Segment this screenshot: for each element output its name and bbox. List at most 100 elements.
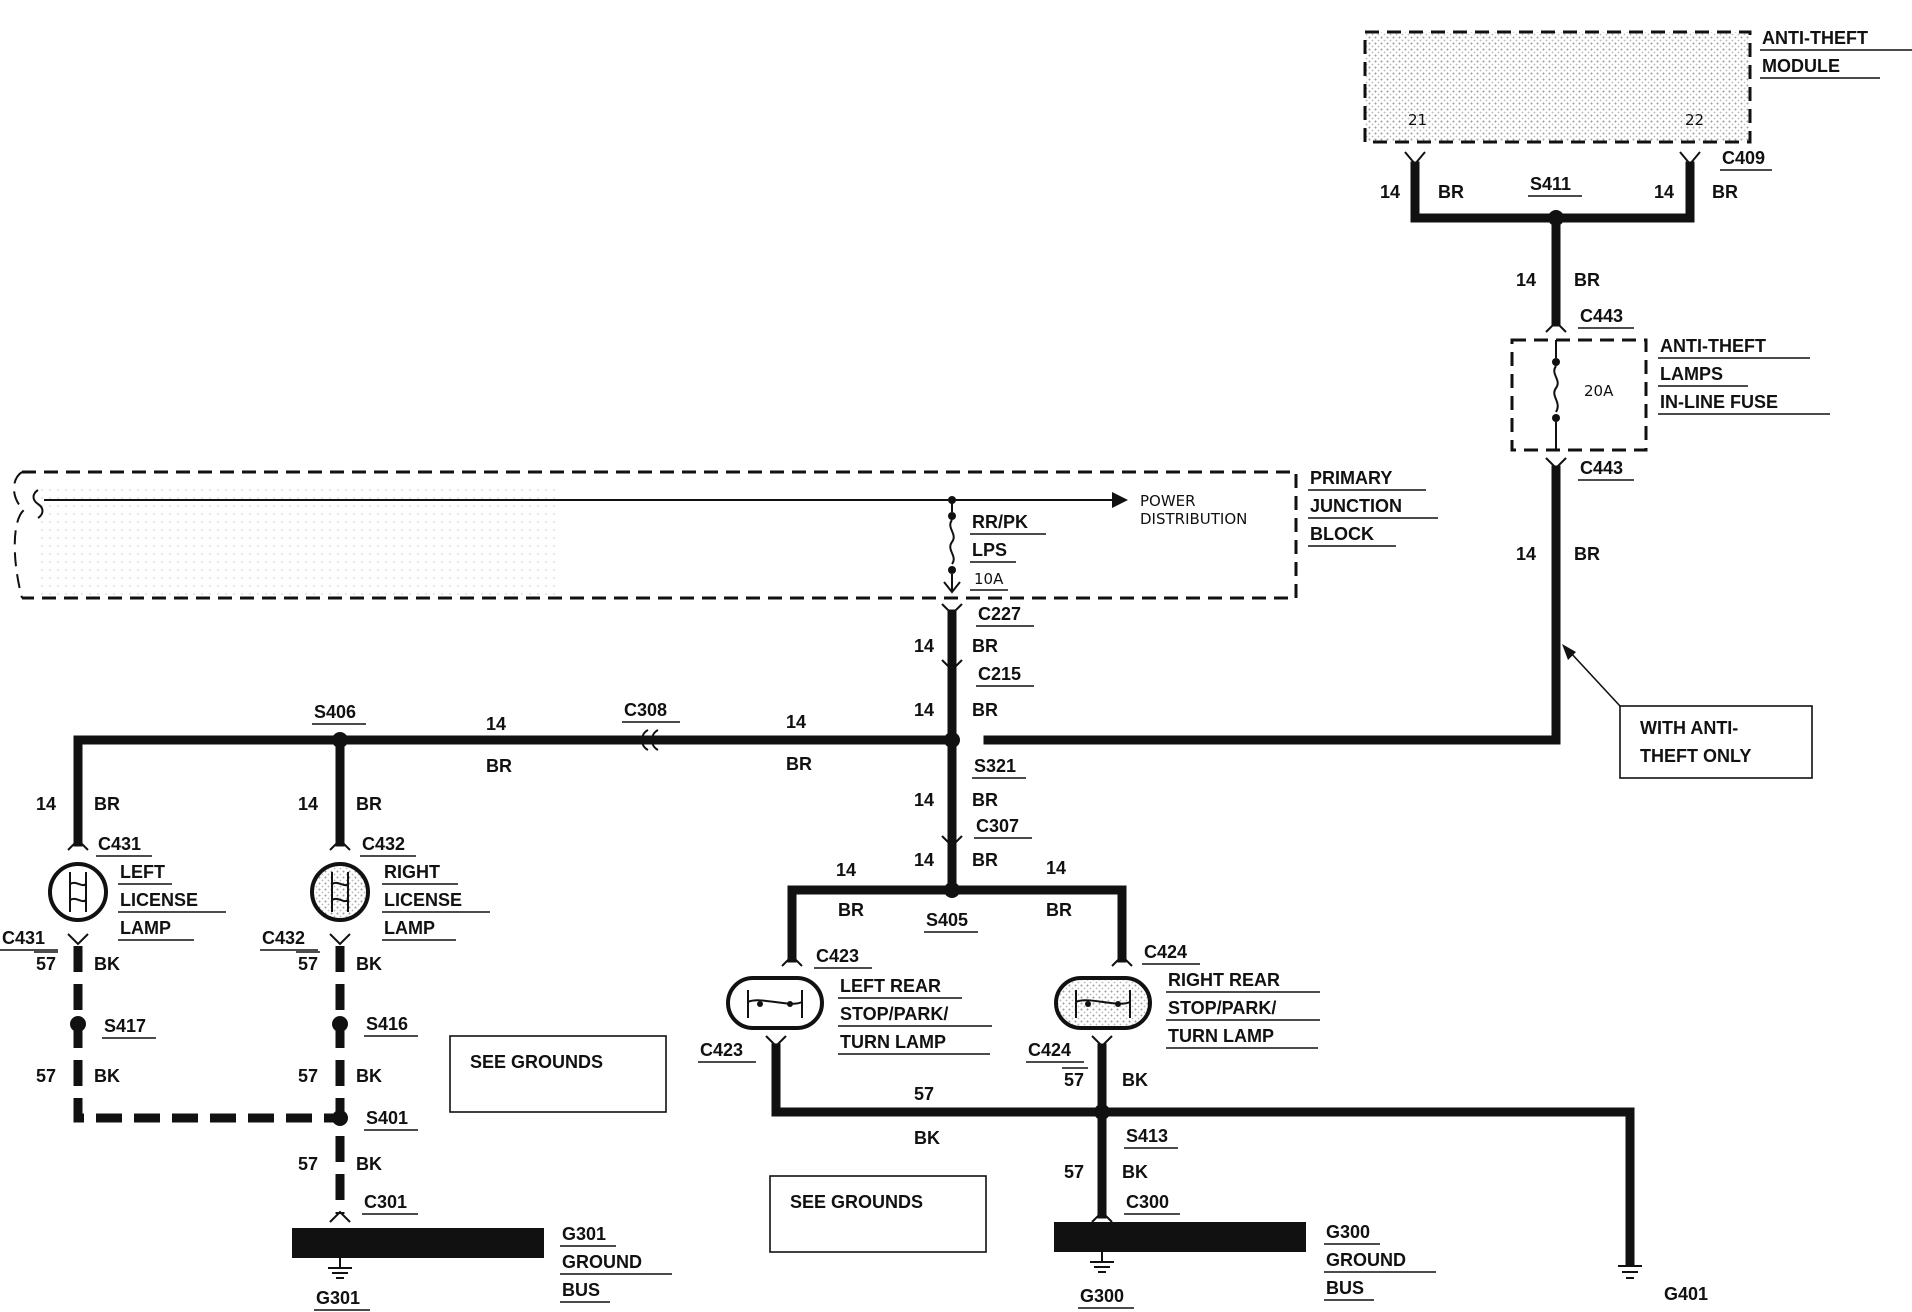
left-license-lamp: C431 LEFT LICENSE LAMP [48,834,226,946]
svg-text:C307: C307 [976,816,1019,836]
power-distribution-label: POWER [1140,492,1196,510]
svg-text:JUNCTION: JUNCTION [1310,496,1402,516]
svg-text:PRIMARY: PRIMARY [1310,468,1392,488]
fuse-name-rrpk: RR/PK [972,512,1028,532]
svg-text:BK: BK [356,1154,382,1174]
svg-text:BK: BK [356,954,382,974]
left-rear-stop-park-turn-lamp: C423 LEFT REAR STOP/PARK/ TURN LAMP [726,946,992,1055]
svg-text:BK: BK [94,1066,120,1086]
svg-text:BUS: BUS [562,1280,600,1300]
splice-s417 [70,1016,86,1032]
svg-text:RIGHT REAR: RIGHT REAR [1168,970,1280,990]
svg-text:C432: C432 [362,834,405,854]
svg-text:14: 14 [1046,858,1066,878]
svg-text:BLOCK: BLOCK [1310,524,1374,544]
right-rear-stop-park-turn-lamp: C424 RIGHT REAR STOP/PARK/ TURN LAMP [1054,942,1320,1049]
svg-text:SEE GROUNDS: SEE GROUNDS [790,1192,923,1212]
svg-text:BR: BR [972,700,998,720]
right-license-lamp: C432 RIGHT LICENSE LAMP [310,834,490,946]
svg-text:BR: BR [356,794,382,814]
svg-text:BR: BR [1712,182,1738,202]
svg-text:57: 57 [1064,1070,1084,1090]
svg-text:14: 14 [486,714,506,734]
fuse-rating-20a: 20A [1584,382,1614,400]
svg-text:S405: S405 [926,910,968,930]
anti-theft-module: 21 22 ANTI-THEFT MODULE [1363,28,1912,144]
svg-text:S416: S416 [366,1014,408,1034]
g401-ground: G401 [1618,1265,1708,1304]
svg-text:14: 14 [298,794,318,814]
svg-text:14: 14 [1654,182,1674,202]
see-grounds-note-right: SEE GROUNDS [769,1175,987,1253]
svg-text:SEE GROUNDS: SEE GROUNDS [470,1052,603,1072]
svg-text:14: 14 [914,790,934,810]
svg-text:IN-LINE FUSE: IN-LINE FUSE [1660,392,1778,412]
g301-ground-bus: G301 G301 GROUND BUS [292,1224,672,1311]
svg-text:BR: BR [1574,544,1600,564]
svg-text:BR: BR [838,900,864,920]
svg-text:BR: BR [972,790,998,810]
svg-text:BK: BK [94,954,120,974]
svg-text:S411: S411 [1530,174,1571,194]
svg-text:GROUND: GROUND [562,1252,642,1272]
svg-text:BK: BK [914,1128,940,1148]
svg-text:BR: BR [486,756,512,776]
svg-text:C215: C215 [978,664,1021,684]
svg-text:G301: G301 [316,1288,360,1308]
svg-text:GROUND: GROUND [1326,1250,1406,1270]
svg-text:LAMPS: LAMPS [1660,364,1723,384]
svg-text:LEFT REAR: LEFT REAR [840,976,941,996]
svg-text:C227: C227 [978,604,1021,624]
connector-c409: C409 [1722,148,1765,168]
svg-text:14: 14 [914,636,934,656]
svg-text:ANTI-THEFT: ANTI-THEFT [1660,336,1766,356]
svg-text:BK: BK [1122,1162,1148,1182]
svg-text:BK: BK [356,1066,382,1086]
connector-c443-top: C443 [1580,306,1623,326]
svg-text:14: 14 [914,700,934,720]
anti-theft-module-title2: MODULE [1762,56,1840,76]
splice-s416 [332,1016,348,1032]
svg-text:57: 57 [914,1084,934,1104]
svg-text:WITH ANTI-: WITH ANTI- [1640,718,1738,738]
svg-text:LEFT: LEFT [120,862,165,882]
svg-text:G301: G301 [562,1224,606,1244]
svg-text:C300: C300 [1126,1192,1169,1212]
connector-c443-bottom: C443 [1580,458,1623,478]
svg-text:S321: S321 [974,756,1016,776]
svg-text:C431: C431 [2,928,45,948]
svg-text:LICENSE: LICENSE [384,890,462,910]
svg-text:14: 14 [836,860,856,880]
svg-text:57: 57 [36,954,56,974]
svg-text:14: 14 [36,794,56,814]
pin-21: 21 [1408,111,1427,129]
svg-text:G401: G401 [1664,1284,1708,1304]
svg-text:S406: S406 [314,702,356,722]
svg-text:57: 57 [36,1066,56,1086]
svg-text:G300: G300 [1326,1222,1370,1242]
svg-text:BUS: BUS [1326,1278,1364,1298]
anti-theft-inline-fuse: 20A ANTI-THEFT LAMPS IN-LINE FUSE [1510,336,1830,452]
svg-text:14: 14 [1516,270,1536,290]
svg-text:TURN LAMP: TURN LAMP [840,1032,946,1052]
svg-text:LAMP: LAMP [384,918,435,938]
svg-text:LAMP: LAMP [120,918,171,938]
svg-text:BR: BR [972,850,998,870]
svg-text:RIGHT: RIGHT [384,862,440,882]
svg-text:BR: BR [1574,270,1600,290]
svg-text:S413: S413 [1126,1126,1168,1146]
anti-theft-only-note: WITH ANTI- THEFT ONLY [1562,644,1813,779]
svg-text:BR: BR [94,794,120,814]
svg-text:BR: BR [1438,182,1464,202]
svg-text:THEFT ONLY: THEFT ONLY [1640,746,1751,766]
fuse-name-lps: LPS [972,540,1007,560]
svg-text:C423: C423 [700,1040,743,1060]
svg-text:C424: C424 [1144,942,1187,962]
svg-text:LICENSE: LICENSE [120,890,198,910]
svg-text:BR: BR [972,636,998,656]
svg-text:DISTRIBUTION: DISTRIBUTION [1140,510,1247,528]
svg-text:G300: G300 [1080,1286,1124,1306]
svg-text:BR: BR [786,754,812,774]
svg-text:57: 57 [298,954,318,974]
see-grounds-note-left: SEE GROUNDS [449,1035,667,1113]
